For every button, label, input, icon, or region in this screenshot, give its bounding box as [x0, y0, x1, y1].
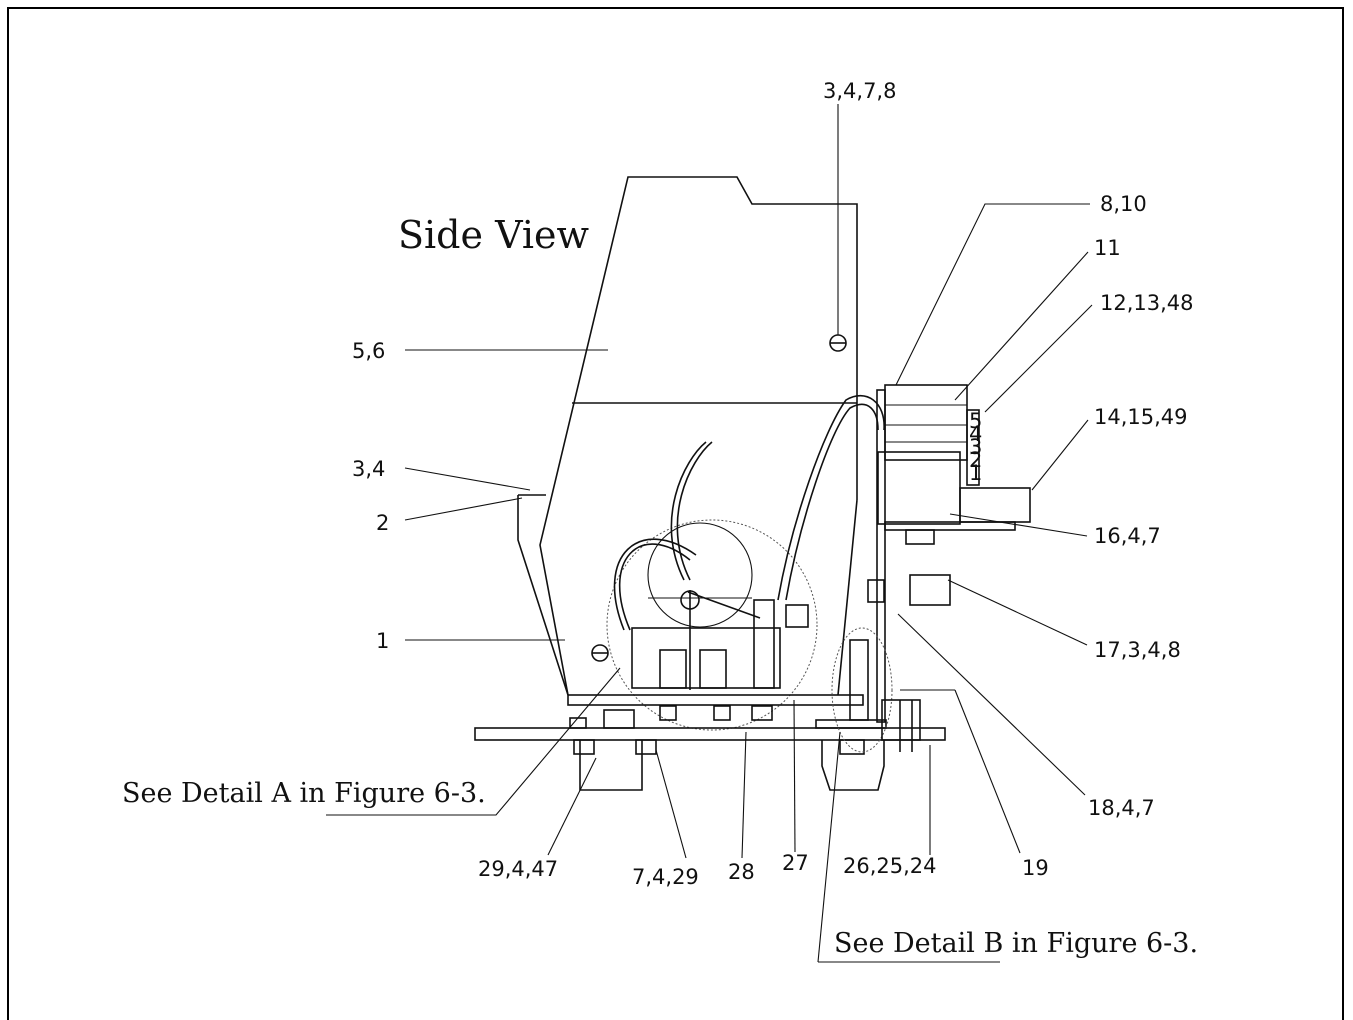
- callout-top: 3,4,7,8: [823, 79, 896, 103]
- callout-11: 11: [1094, 236, 1121, 260]
- right-bracket: [831, 389, 921, 753]
- scale-mark-3: 3: [969, 435, 982, 459]
- drawing-frame: [7, 7, 1344, 1020]
- wheel: [647, 522, 753, 628]
- callout-28: 28: [728, 860, 755, 884]
- stacked-assembly: 5 4 3 2 1: [867, 384, 1031, 606]
- leader-lines: [326, 104, 1093, 963]
- callout-26-25-24: 26,25,24: [843, 854, 937, 878]
- detail-a-reference: See Detail A in Figure 6-3.: [122, 778, 486, 809]
- callout-12-13-48: 12,13,48: [1100, 291, 1194, 315]
- callout-labels: 3,4,7,8 8,10 11 12,13,48 14,15,49 16,4,7…: [352, 79, 1194, 889]
- detail-a-circle: [606, 519, 818, 731]
- base-plates: [474, 694, 946, 791]
- mechanism-block: [631, 590, 809, 690]
- callout-5-6: 5,6: [352, 339, 385, 363]
- callout-29-4-47: 29,4,47: [478, 857, 558, 881]
- callout-3-4: 3,4: [352, 457, 385, 481]
- detail-b-reference: See Detail B in Figure 6-3.: [834, 928, 1198, 959]
- callout-17-3-4-8: 17,3,4,8: [1094, 638, 1181, 662]
- scale-mark-1: 1: [969, 461, 982, 485]
- callout-1: 1: [376, 629, 389, 653]
- cables: [613, 394, 885, 631]
- callout-19: 19: [1022, 856, 1049, 880]
- drawing-title: Side View: [398, 213, 589, 257]
- scale-mark-5: 5: [969, 409, 982, 433]
- callout-27: 27: [782, 851, 809, 875]
- callout-18-4-7: 18,4,7: [1088, 796, 1155, 820]
- callout-14-15-49: 14,15,49: [1094, 405, 1188, 429]
- top-screw: [829, 334, 847, 352]
- callout-2: 2: [376, 511, 389, 535]
- scale-mark-2: 2: [969, 448, 982, 472]
- left-screw: [591, 644, 609, 662]
- scale-mark-4: 4: [969, 422, 982, 446]
- callout-7-4-29: 7,4,29: [632, 865, 699, 889]
- callout-16-4-7: 16,4,7: [1094, 524, 1161, 548]
- callout-8-10: 8,10: [1100, 192, 1147, 216]
